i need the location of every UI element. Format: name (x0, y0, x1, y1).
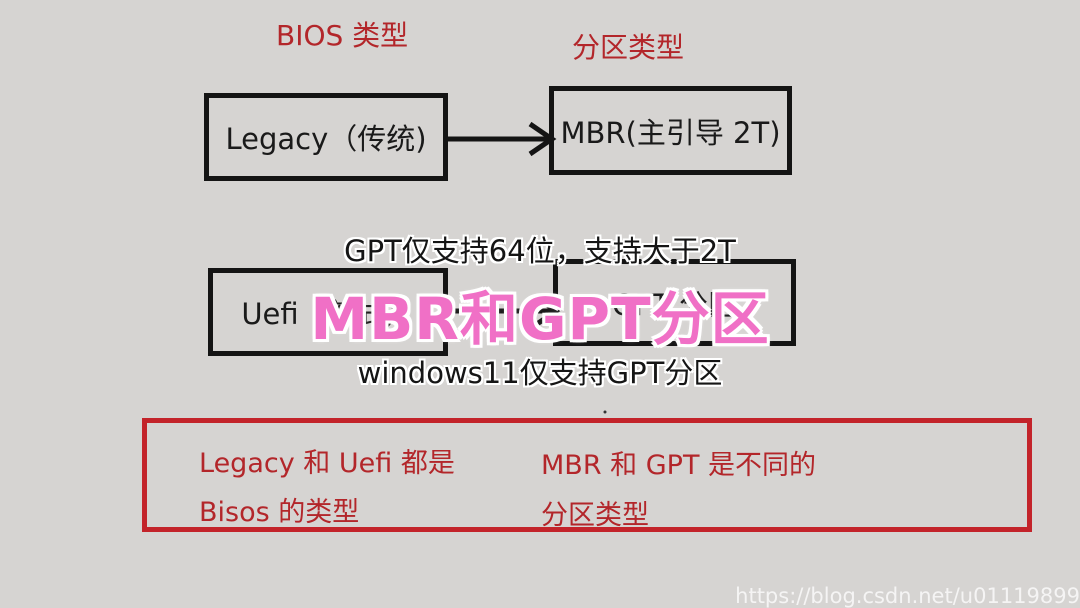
legacy-box: Legacy（传统) (204, 93, 448, 181)
dot-mark (603, 410, 607, 414)
partition-type-heading: 分区类型 (572, 31, 685, 64)
mbr-box-label: MBR(主引导 2T) (560, 115, 781, 150)
uefi-to-gpt-arrow (448, 293, 561, 329)
note-right-line1: MBR 和 GPT 是不同的 (541, 450, 817, 481)
note-left-line2: Bisos 的类型 (199, 497, 360, 528)
note-right-line2: 分区类型 (541, 500, 649, 531)
overlay-title: MBR和GPT分区 (310, 285, 770, 353)
overlay-caption-bottom: windows11仅支持GPT分区 (357, 356, 723, 390)
gpt-box: GPT 分区 (553, 259, 796, 346)
mbr-box: MBR(主引导 2T) (549, 86, 792, 175)
overlay-caption-top: GPT仅支持64位，支持大于2T (344, 234, 736, 268)
note-left-line1: Legacy 和 Uefi 都是 (199, 448, 455, 479)
watermark: https://blog.csdn.net/u01119899 (735, 584, 1080, 608)
legacy-to-mbr-arrow (448, 121, 557, 157)
legacy-box-label: Legacy（传统) (225, 122, 427, 156)
uefi-box: Uefi（新式） (208, 268, 448, 356)
uefi-box-label: Uefi（新式） (241, 297, 415, 331)
note-panel (142, 418, 1032, 532)
bios-type-heading: BIOS 类型 (276, 19, 409, 52)
gpt-box-label: GPT 分区 (612, 287, 737, 322)
